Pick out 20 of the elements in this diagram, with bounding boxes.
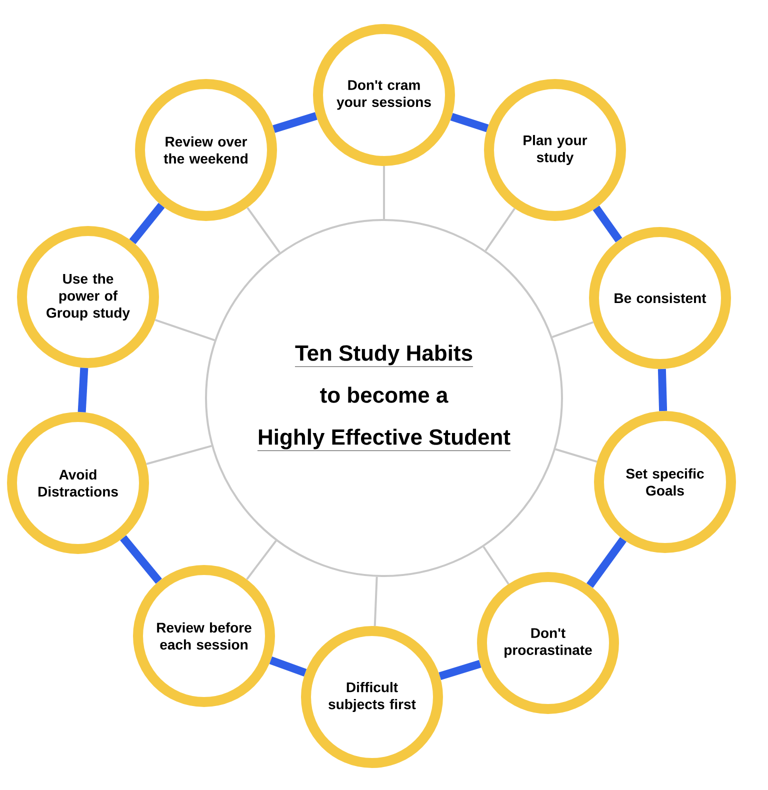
- connector-line: [246, 540, 277, 580]
- connector-line: [552, 321, 594, 338]
- connector-line: [146, 444, 212, 465]
- connector-bar: [272, 112, 318, 133]
- connector-line: [154, 318, 215, 342]
- connector-bar: [592, 206, 622, 242]
- connector-bar: [586, 537, 626, 588]
- connector-bar: [129, 202, 165, 244]
- connector-bar: [78, 368, 88, 412]
- connector-line: [482, 546, 510, 585]
- connector-line: [374, 576, 378, 626]
- connector-bar: [120, 535, 162, 584]
- connector-bar: [269, 656, 307, 677]
- connector-line: [246, 207, 280, 254]
- connector-line: [484, 208, 516, 252]
- connector-line: [555, 448, 598, 463]
- connector-bar: [450, 112, 489, 132]
- connector-bar: [658, 368, 668, 412]
- connector-line: [383, 166, 385, 219]
- connector-bar: [438, 660, 482, 680]
